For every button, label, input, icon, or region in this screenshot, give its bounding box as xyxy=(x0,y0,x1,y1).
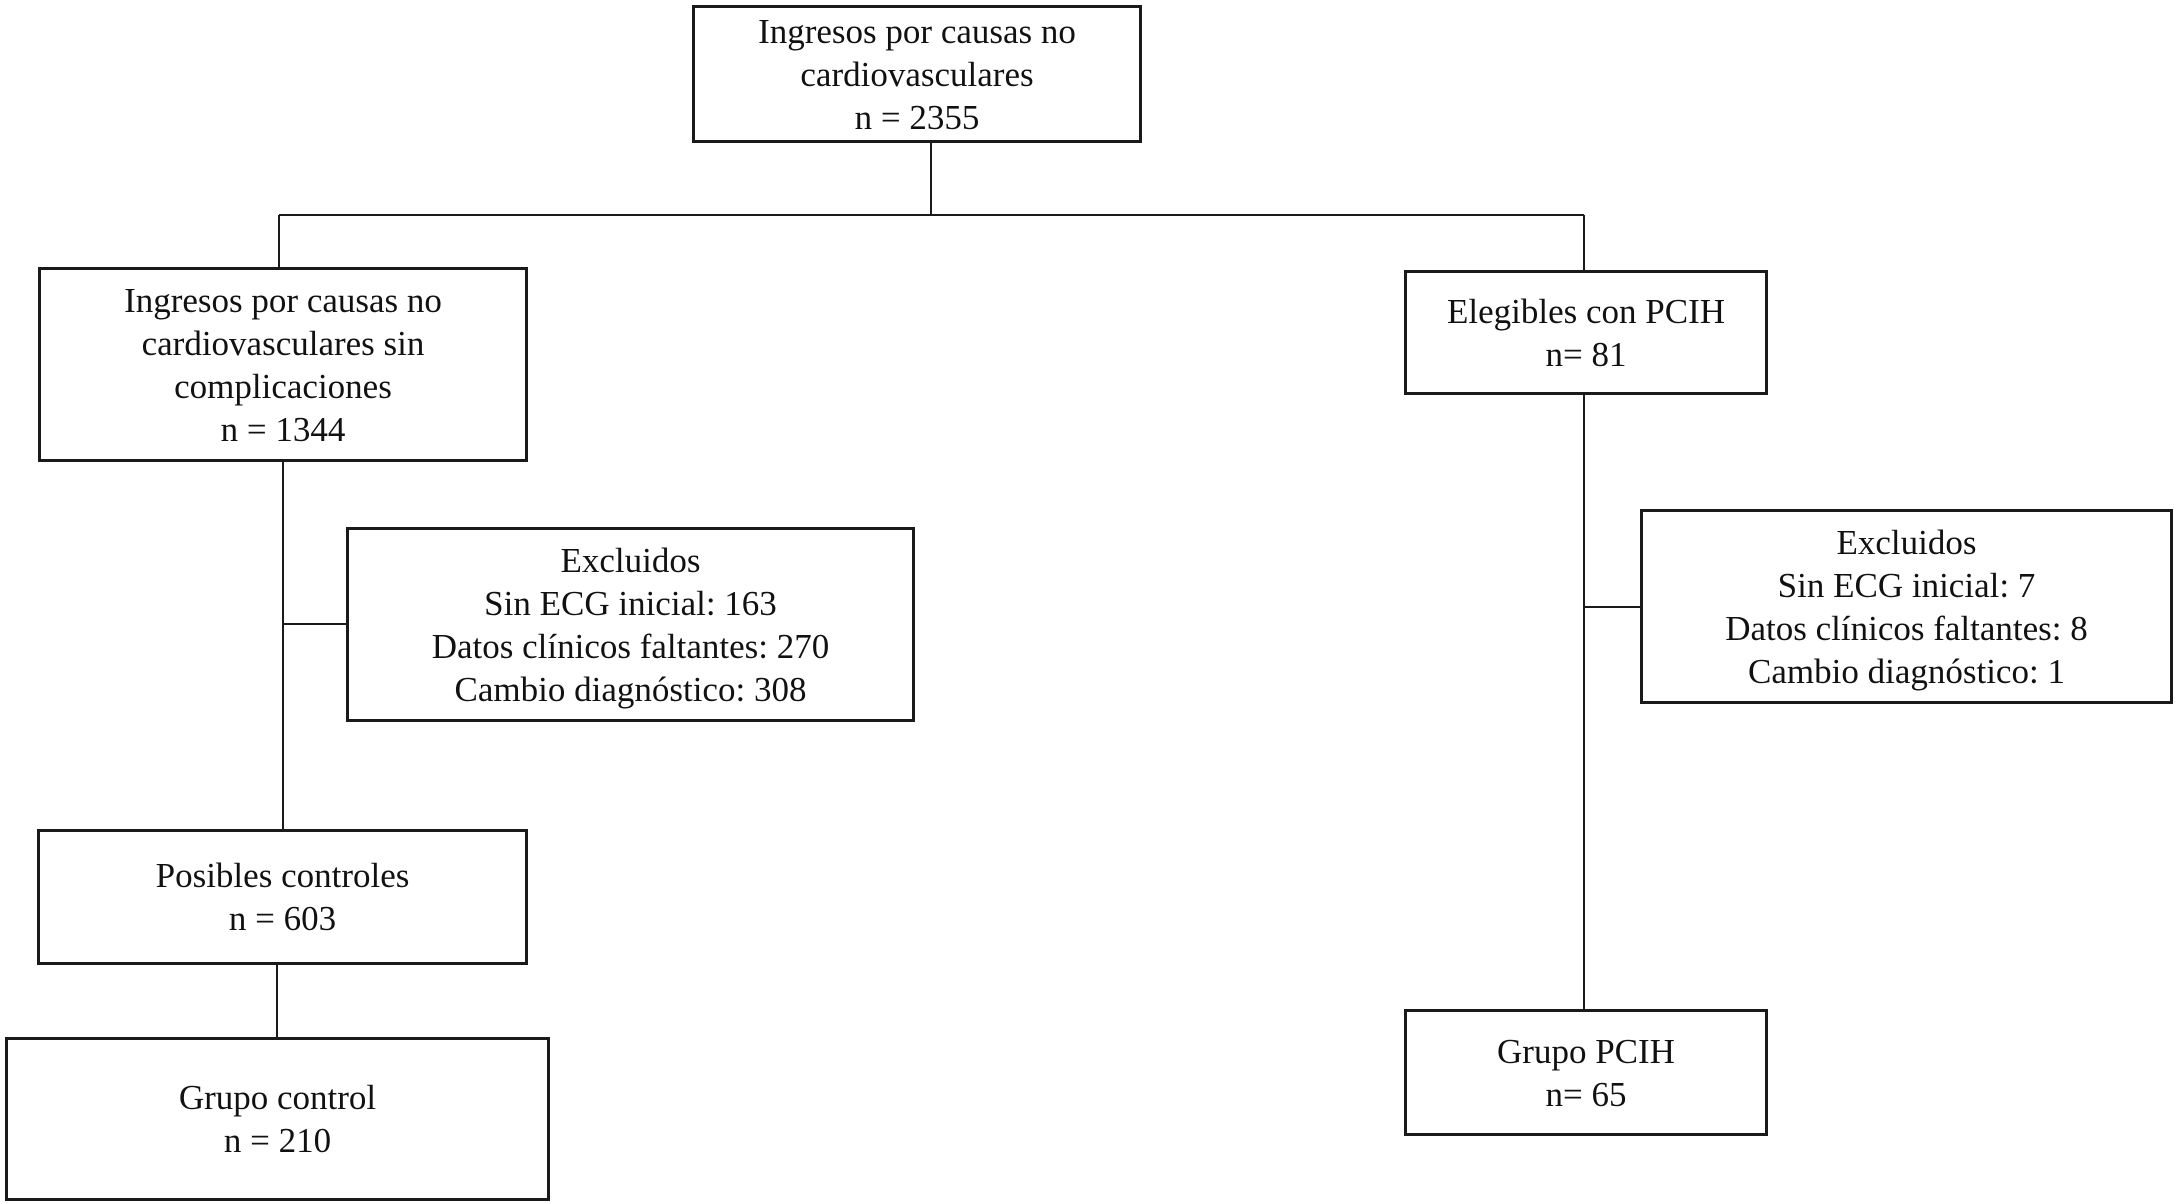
box-admissions-total: Ingresos por causas no cardiovasculares … xyxy=(692,5,1142,143)
box-text-line: Posibles controles xyxy=(155,856,410,895)
box-text-line: Cambio diagnóstico: 308 xyxy=(454,669,807,709)
box-count: n = 1344 xyxy=(220,409,346,449)
box-text-line: Datos clínicos faltantes: 270 xyxy=(431,626,830,666)
box-count: n= 81 xyxy=(1545,334,1627,374)
box-count: n= 65 xyxy=(1545,1074,1627,1114)
box-text-line: cardiovasculares sin xyxy=(141,323,425,363)
box-count: n = 2355 xyxy=(854,97,980,137)
box-text-line: Datos clínicos faltantes: 8 xyxy=(1725,608,2088,648)
box-text-line: Sin ECG inicial: 163 xyxy=(484,583,777,623)
box-admissions-uncomplicated: Ingresos por causas no cardiovasculares … xyxy=(38,267,528,462)
box-text-line: Ingresos por causas no xyxy=(758,11,1076,51)
box-text-line: Sin ECG inicial: 7 xyxy=(1777,565,2036,605)
box-excluded-left: Excluidos Sin ECG inicial: 163 Datos clí… xyxy=(346,527,915,722)
box-count: n = 603 xyxy=(228,899,337,938)
box-eligible-pcih: Elegibles con PCIH n= 81 xyxy=(1404,270,1768,395)
box-control-group: Grupo control n = 210 xyxy=(5,1037,550,1201)
box-text-line: cardiovasculares xyxy=(800,54,1034,94)
box-heading: Excluidos xyxy=(1836,522,1977,562)
box-text-line: Cambio diagnóstico: 1 xyxy=(1748,651,2065,691)
box-text-line: complicaciones xyxy=(174,366,392,406)
box-possible-controls: Posibles controles n = 603 xyxy=(37,829,528,965)
box-text-line: Elegibles con PCIH xyxy=(1446,291,1726,331)
box-text-line: Grupo PCIH xyxy=(1497,1031,1675,1071)
box-text-line: Ingresos por causas no xyxy=(124,280,442,320)
box-excluded-right: Excluidos Sin ECG inicial: 7 Datos clíni… xyxy=(1640,509,2173,704)
box-heading: Excluidos xyxy=(560,540,701,580)
box-pcih-group: Grupo PCIH n= 65 xyxy=(1404,1009,1768,1136)
box-count: n = 210 xyxy=(223,1121,332,1160)
box-text-line: Grupo control xyxy=(178,1078,377,1117)
